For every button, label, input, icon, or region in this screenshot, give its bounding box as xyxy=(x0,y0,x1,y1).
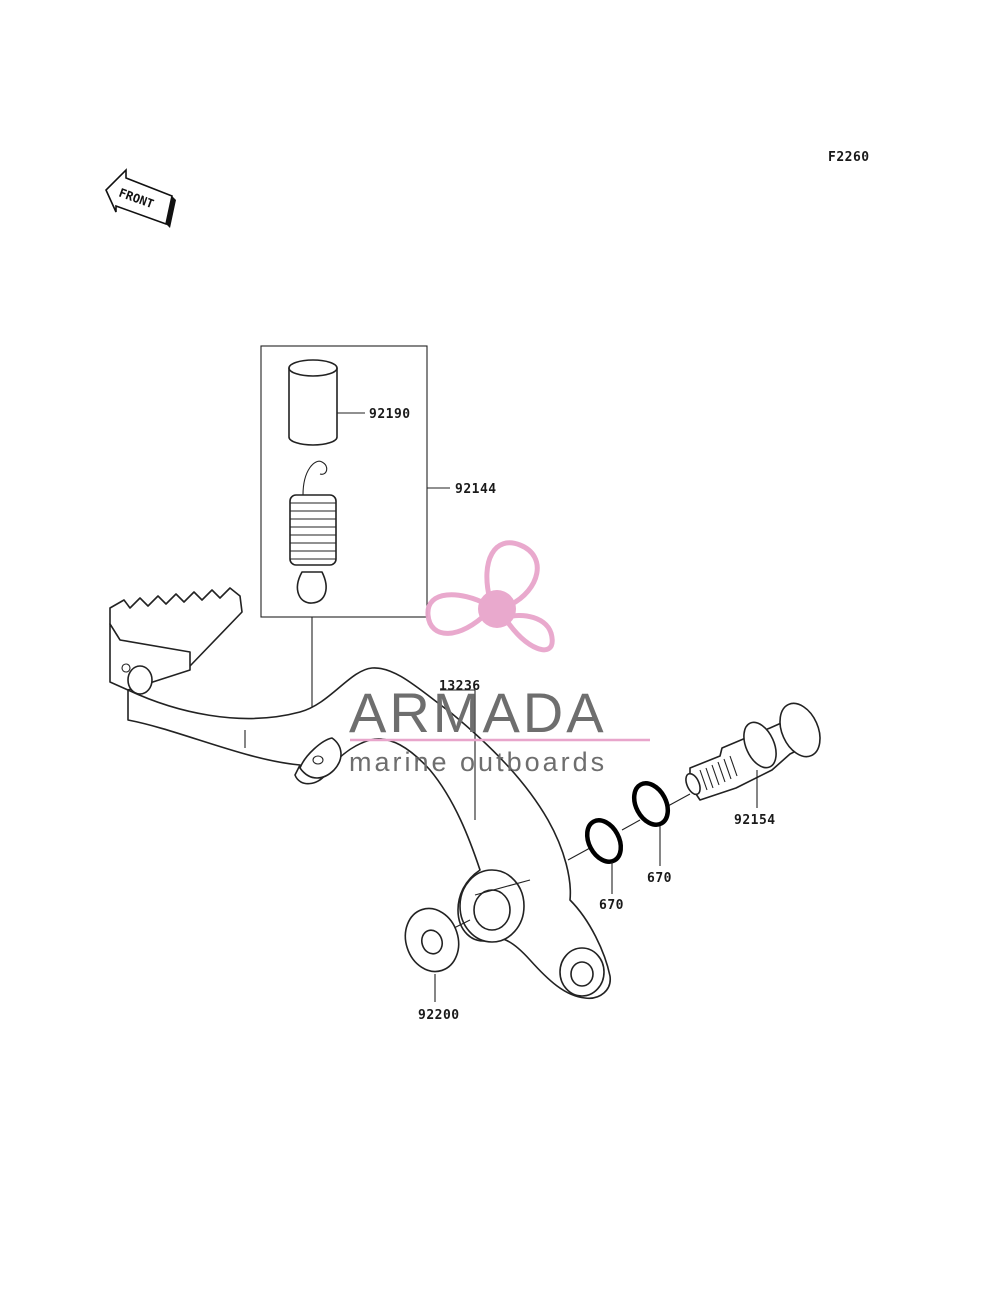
label-670-outer: 670 xyxy=(647,871,672,886)
label-92190: 92190 xyxy=(369,407,411,422)
spring-kit-box xyxy=(260,345,428,618)
diagram-code: F2260 xyxy=(828,150,870,165)
watermark-tagline: marine outboards xyxy=(349,747,607,777)
sleeve-part xyxy=(288,359,338,446)
label-92144: 92144 xyxy=(455,482,497,497)
label-13236: 13236 xyxy=(439,679,481,694)
pivot-bolt-part xyxy=(685,702,821,801)
watermark-brand: ARMADA xyxy=(349,681,607,744)
o-ring-outer-part xyxy=(631,781,671,827)
label-92154: 92154 xyxy=(734,813,776,828)
watermark-logo-icon xyxy=(425,540,555,653)
label-92200: 92200 xyxy=(418,1008,460,1023)
washer-part xyxy=(404,907,460,973)
front-arrow-icon: FRONT xyxy=(105,168,176,228)
brake-pedal-part xyxy=(109,587,611,1000)
spring-part xyxy=(289,460,337,604)
o-ring-inner-part xyxy=(584,818,624,864)
label-670-inner: 670 xyxy=(599,898,624,913)
